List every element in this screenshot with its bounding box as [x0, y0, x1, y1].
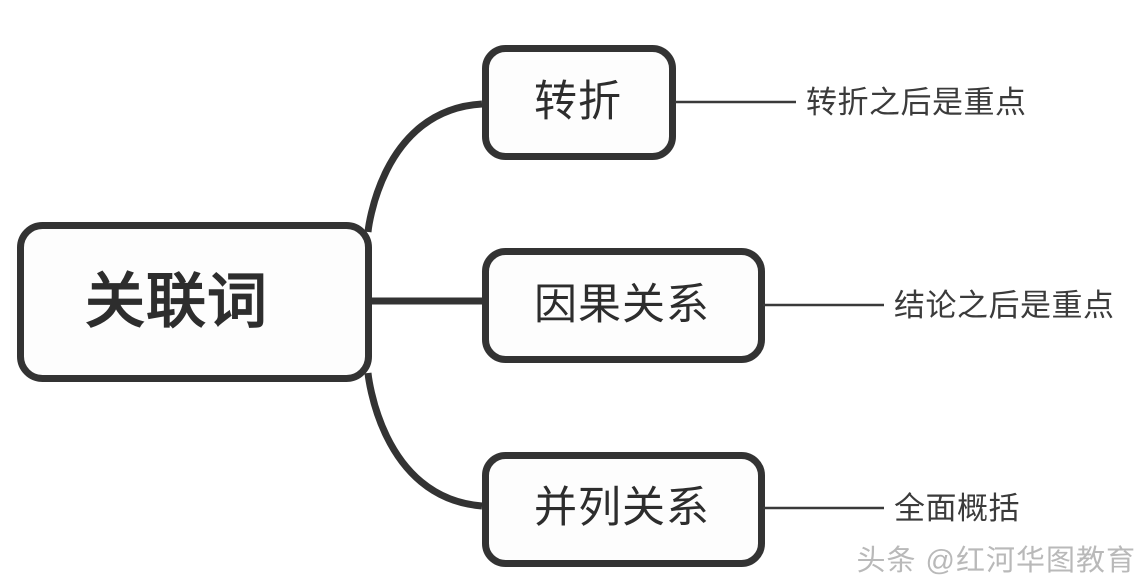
leaf-label-3: 全面概括 [894, 491, 1020, 526]
connector-root-to-branch-1 [364, 100, 483, 233]
node-branch-3-box[interactable] [482, 452, 765, 567]
node-branch-2-box[interactable] [482, 248, 765, 363]
node-branch-1-box[interactable] [482, 45, 676, 160]
node-root-box[interactable] [17, 222, 372, 382]
node-branch-3-label: 并列关系 [534, 484, 710, 532]
leaf-label-2: 结论之后是重点 [894, 288, 1115, 323]
watermark-text: 头条 @红河华图教育 [856, 545, 1136, 577]
node-branch-1-label: 转折 [534, 78, 622, 126]
node-root-label: 关联词 [85, 268, 268, 335]
leaf-label-1: 转折之后是重点 [806, 85, 1027, 120]
connector-root-to-branch-3 [364, 372, 483, 510]
node-branch-2-label: 因果关系 [534, 281, 710, 329]
